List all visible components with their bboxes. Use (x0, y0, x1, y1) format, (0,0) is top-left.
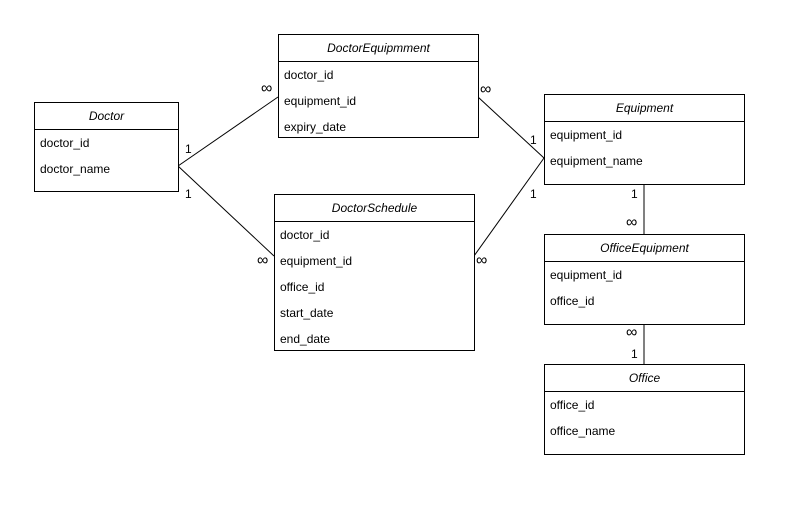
entity-field: doctor_id (40, 136, 90, 150)
cardinality-many-label: ∞ (476, 252, 488, 269)
entity-title: DoctorSchedule (275, 195, 474, 222)
entity-title: Doctor (35, 103, 178, 130)
entity-field: office_id (550, 294, 595, 308)
entity-field: equipment_id (280, 254, 353, 268)
entity-field: equipment_id (550, 268, 623, 282)
entity-field: equipment_name (550, 154, 643, 168)
cardinality-many-label: ∞ (257, 252, 269, 269)
entity-doctor-schedule[interactable]: DoctorSchedule doctor_id equipment_id of… (274, 194, 475, 351)
entity-field: office_id (280, 280, 325, 294)
cardinality-many-label: ∞ (261, 80, 273, 97)
cardinality-many-label: ∞ (480, 81, 492, 98)
cardinality-one-label: 1 (530, 187, 537, 201)
entity-doctor[interactable]: Doctor doctor_id doctor_name (34, 102, 179, 192)
entity-title: DoctorEquipmment (279, 35, 478, 62)
cardinality-many-label: ∞ (626, 324, 638, 341)
entity-field: office_id (550, 398, 595, 412)
doctor-doctorequipmment-line (177, 96, 279, 167)
doctorequipmment-equipment-line (477, 96, 545, 159)
entity-office-equipment[interactable]: OfficeEquipment equipment_id office_id (544, 234, 745, 325)
entity-title: OfficeEquipment (545, 235, 744, 262)
entity-field: doctor_name (40, 162, 111, 176)
cardinality-many-label: ∞ (626, 214, 638, 231)
cardinality-one-label: 1 (530, 133, 537, 147)
entity-field: equipment_id (550, 128, 623, 142)
entity-doctor-equipmment[interactable]: DoctorEquipmment doctor_id equipment_id … (278, 34, 479, 138)
entity-field: equipment_id (284, 94, 357, 108)
doctor-doctorschedule-line (177, 165, 275, 257)
entity-office[interactable]: Office office_id office_name (544, 364, 745, 455)
cardinality-one-label: 1 (631, 187, 638, 201)
entity-title: Office (545, 365, 744, 392)
entity-equipment[interactable]: Equipment equipment_id equipment_name (544, 94, 745, 185)
cardinality-one-label: 1 (185, 187, 192, 201)
entity-field: expiry_date (284, 120, 347, 134)
entity-field: office_name (550, 424, 616, 438)
doctorschedule-equipment-line (473, 157, 545, 257)
entity-field: doctor_id (280, 228, 330, 242)
entity-field: end_date (280, 332, 331, 346)
cardinality-one-label: 1 (185, 142, 192, 156)
cardinality-one-label: 1 (631, 347, 638, 361)
entity-title: Equipment (545, 95, 744, 122)
entity-field: start_date (280, 306, 334, 320)
entity-field: doctor_id (284, 68, 334, 82)
